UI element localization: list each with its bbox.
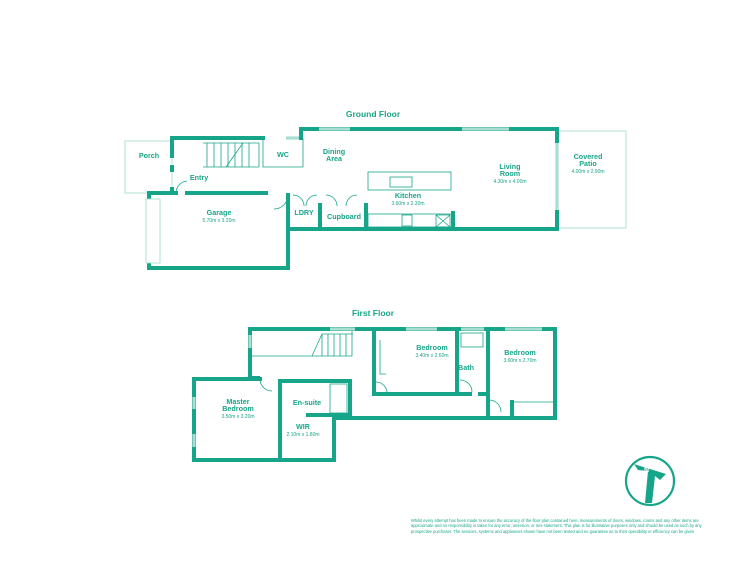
first-floor-plan: First Floor Bedroom 3.40m x 2.60m Bath B… [192, 308, 557, 462]
first-floor-title: First Floor [352, 308, 395, 318]
first-staircase [250, 330, 353, 357]
patio-outline [557, 130, 627, 229]
master-label-1: Master [226, 397, 249, 406]
bedroom-2-label: Bedroom [416, 343, 448, 352]
bedroom-3-dims: 3.60m x 2.70m [503, 358, 536, 364]
cooktop [401, 214, 413, 227]
patio-label-2: Patio [579, 159, 597, 168]
ground-staircase [206, 142, 250, 168]
wir-dims: 2.10m x 1.80m [286, 432, 319, 438]
garage-label: Garage [207, 208, 232, 217]
bath-label: Bath [458, 363, 474, 372]
master-dims: 3.50m x 3.20m [221, 414, 254, 420]
entry-label: Entry [190, 173, 208, 182]
laundry-label: LDRY [294, 208, 314, 217]
living-dims: 4.30m x 4.00m [493, 179, 526, 185]
ensuite-shower [329, 383, 348, 414]
garage-dims: 5.70m x 3.20m [202, 218, 235, 224]
north-label: N [644, 467, 649, 474]
ensuite-walls [278, 379, 352, 462]
bedroom-2-dims: 3.40m x 2.60m [415, 353, 448, 359]
kitchen-island [367, 171, 452, 191]
patio-label-1: Covered [574, 152, 603, 161]
north-arrow-icon: N [624, 455, 676, 507]
wc-stair-walls [203, 138, 304, 168]
ensuite-label: En-suite [293, 398, 321, 407]
porch-outline [124, 140, 173, 194]
patio-dims: 4.00m x 2.90m [571, 169, 604, 175]
ground-outer-wall [147, 127, 559, 270]
wc-label: WC [277, 150, 289, 159]
living-label-1: Living [499, 162, 520, 171]
wir-label: WIR [296, 422, 311, 431]
disclaimer-text: Whilst every attempt has been made to en… [411, 518, 702, 534]
wardrobe-lines [379, 340, 553, 403]
bedroom-bath-walls [372, 327, 514, 420]
master-label-2: Bedroom [222, 404, 254, 413]
porch-label: Porch [139, 151, 159, 160]
dining-label-1: Dining [323, 147, 345, 156]
living-label-2: Room [500, 169, 520, 178]
ground-floor-plan: Ground Floor Porch Entry WC Dining Area … [124, 109, 627, 270]
laundry-cupboard-walls [286, 193, 455, 231]
door-swings [175, 180, 358, 210]
dining-label-2: Area [326, 154, 343, 163]
kitchen-bench [367, 213, 454, 228]
kitchen-label: Kitchen [395, 191, 421, 200]
cupboard-label: Cupboard [327, 212, 361, 221]
bedroom-3-label: Bedroom [504, 348, 536, 357]
door-swings-first [259, 378, 502, 413]
ground-floor-title: Ground Floor [346, 109, 401, 119]
garage-door [145, 198, 161, 264]
kitchen-sink [389, 176, 413, 188]
kitchen-dims: 3.60m x 2.30m [391, 201, 424, 207]
fridge-space [435, 214, 451, 228]
bathtub [460, 332, 484, 348]
